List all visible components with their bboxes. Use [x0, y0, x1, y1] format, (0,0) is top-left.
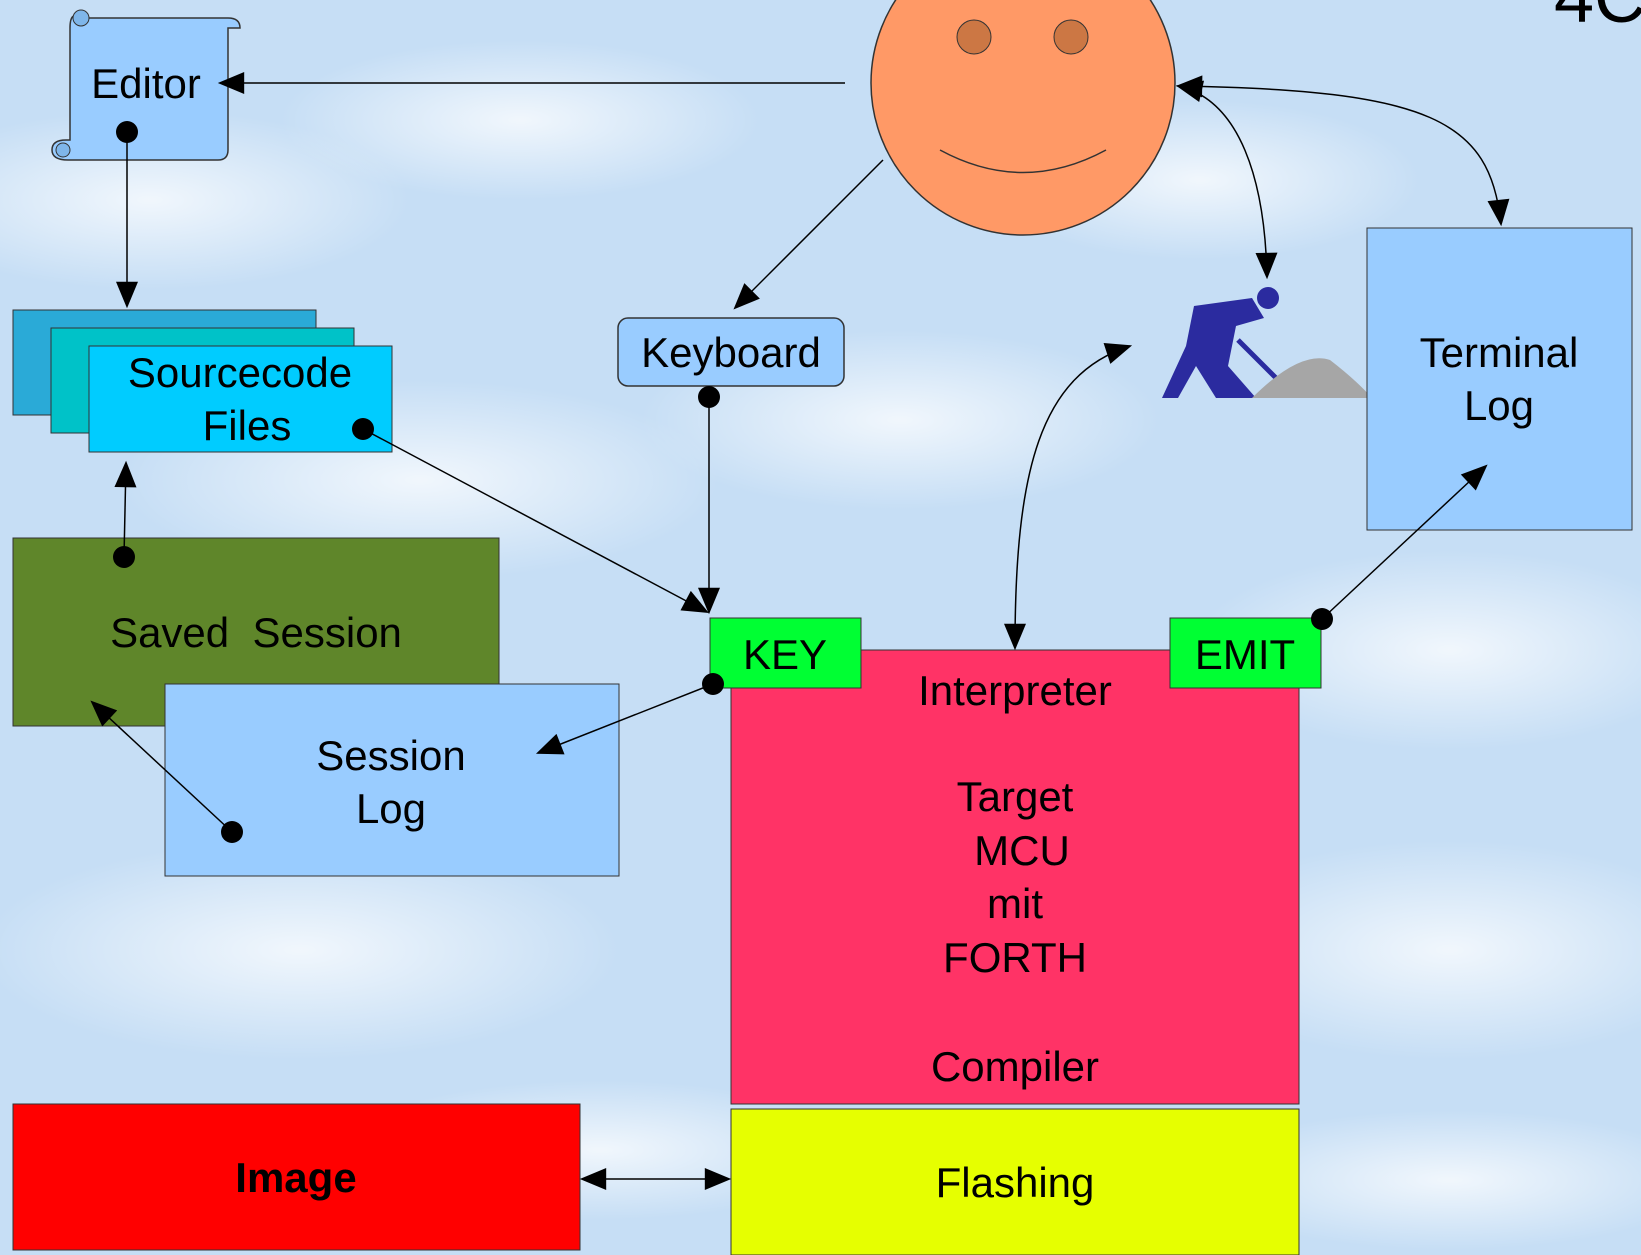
terminal-log-label: Log: [1464, 382, 1534, 429]
key-label: KEY: [743, 631, 827, 678]
connector-user-keyboard: [733, 159, 884, 310]
connector-key-sessionlog: [535, 673, 724, 755]
terminal-label: Terminal: [1420, 329, 1579, 376]
connector-user-terminal: [1175, 75, 1510, 227]
construction-worker-icon: [1162, 287, 1372, 398]
sourcecode-label: Sourcecode: [128, 349, 352, 396]
mcu-label: MCU: [974, 827, 1070, 874]
keyboard-box[interactable]: Keyboard: [617, 317, 845, 387]
connectors: [90, 72, 1510, 1190]
image-label: Image: [235, 1154, 356, 1201]
session-label: Session: [316, 732, 465, 779]
connector-saved-sourcecode: [113, 460, 137, 568]
emit-box[interactable]: EMIT: [1169, 617, 1322, 689]
connector-interpreter-worker: [1004, 342, 1133, 651]
target-label: Target: [957, 773, 1074, 820]
key-box[interactable]: KEY: [709, 617, 862, 689]
smiley-face-icon: [870, 0, 1176, 236]
connector-sourcecode-key: [352, 418, 709, 614]
terminal-log-box[interactable]: Terminal Log: [1366, 227, 1633, 531]
interpreter-label: Interpreter: [918, 667, 1112, 714]
interpreter-box[interactable]: Interpreter Target MCU mit FORTH Compile…: [730, 649, 1300, 1105]
flashing-box[interactable]: Flashing: [730, 1108, 1300, 1255]
connector-emit-terminal: [1311, 464, 1488, 630]
scroll-icon: [55, 9, 90, 158]
keyboard-label: Keyboard: [641, 329, 821, 376]
connector-sessionlog-saved: [90, 700, 243, 843]
compiler-label: Compiler: [931, 1043, 1099, 1090]
mit-label: mit: [987, 880, 1043, 927]
image-box[interactable]: Image: [12, 1103, 581, 1251]
session-log-label: Log: [356, 785, 426, 832]
emit-label: EMIT: [1195, 631, 1295, 678]
editor-scroll[interactable]: Editor: [51, 9, 241, 161]
corner-text: 4C: [1554, 0, 1641, 38]
files-label: Files: [203, 402, 292, 449]
saved-session-label: Saved Session: [110, 609, 402, 656]
forth-label: FORTH: [943, 934, 1087, 981]
session-log-box[interactable]: Session Log: [164, 683, 620, 877]
editor-label: Editor: [91, 60, 201, 107]
sourcecode-files[interactable]: Sourcecode Files: [12, 309, 393, 453]
flashing-label: Flashing: [936, 1159, 1095, 1206]
